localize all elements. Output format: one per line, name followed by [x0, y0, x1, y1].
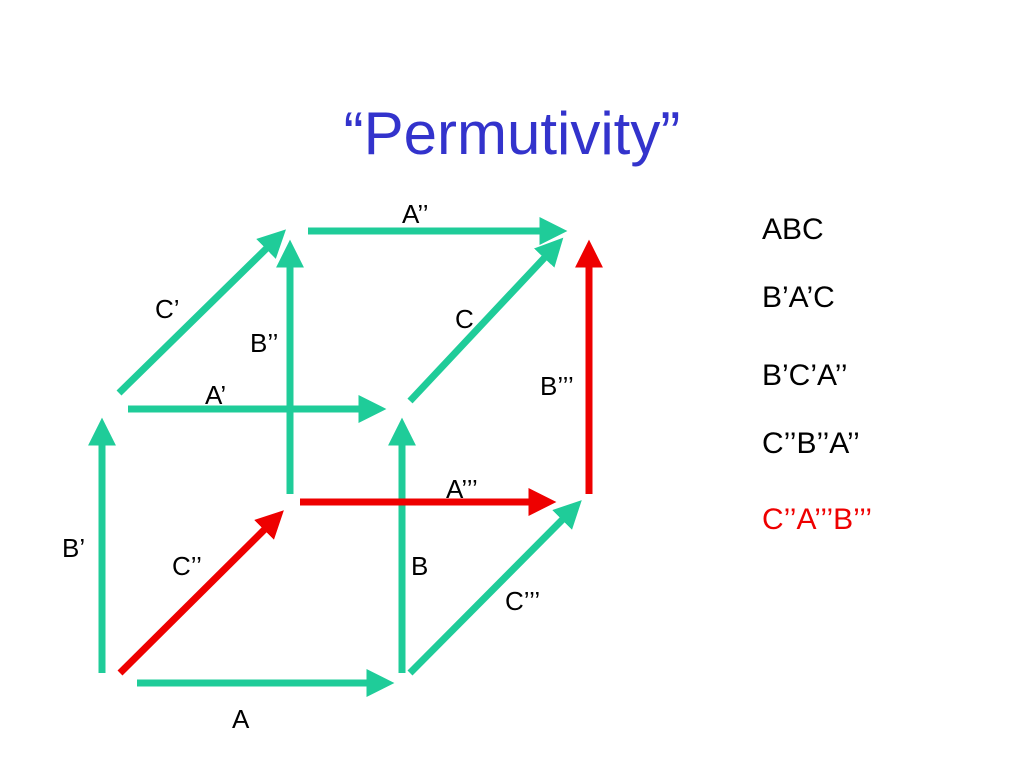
edge-label-c: C	[455, 304, 474, 334]
edge-label-a: A	[232, 704, 250, 734]
edge-c1	[116, 229, 286, 396]
path-item: B’A’C	[762, 281, 835, 314]
edge-label-c1: C’	[155, 294, 180, 324]
edge-label-b1: B’	[62, 533, 85, 563]
edge-c	[407, 237, 564, 404]
edge-label-c3: C’’’	[505, 586, 540, 616]
path-item: ABC	[762, 213, 824, 246]
edge-c2	[117, 510, 284, 676]
edge-label-c2: C’’	[172, 551, 202, 581]
edge-label-a1: A’	[205, 380, 226, 410]
path-item-highlighted: C’’A’’’B’’’	[762, 503, 873, 536]
edge-label-a2: A’’	[402, 199, 429, 229]
path-item: B’C’A’’	[762, 359, 848, 392]
edge-label-a3: A’’’	[446, 474, 478, 504]
edge-c3	[407, 500, 582, 676]
edge-label-b2: B’’	[250, 328, 278, 358]
path-item: C’’B’’A’’	[762, 427, 860, 460]
page-title: “Permutivity”	[343, 100, 681, 167]
edge-label-b: B	[411, 551, 428, 581]
edge-label-b3: B’’’	[540, 371, 574, 401]
